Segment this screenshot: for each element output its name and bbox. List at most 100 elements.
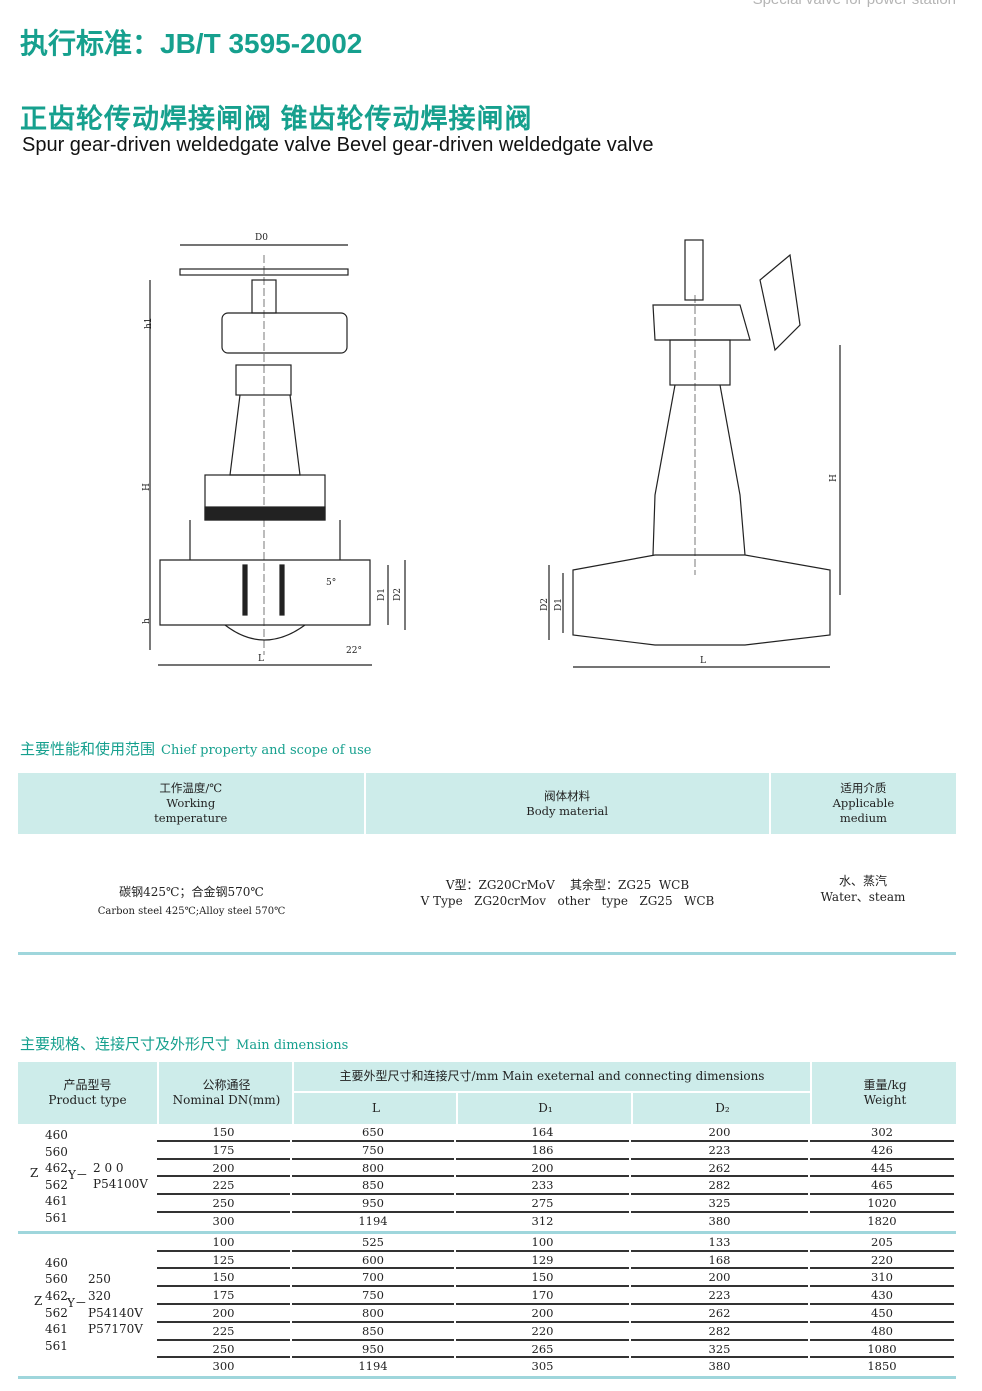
type-mid: Y－ (67, 1295, 87, 1310)
cell-d2: 223 (631, 1142, 808, 1160)
cell-l: 850 (292, 1177, 454, 1196)
cell-dn: 250 (157, 1341, 290, 1359)
cell-d1: 170 (456, 1287, 629, 1305)
cell-d2: 168 (631, 1252, 808, 1270)
cell-l: 950 (292, 1341, 454, 1359)
header-d1-cell: D₁ (456, 1093, 633, 1124)
type-code: 560 (45, 1144, 68, 1159)
label-h-lower: h (142, 618, 152, 624)
cell-d2: 325 (631, 1195, 808, 1213)
type-code: 461 (45, 1322, 68, 1337)
type-suffix: 2 0 0 (93, 1161, 124, 1175)
standard-title: 执行标准：JB/T 3595-2002 (20, 28, 363, 59)
cell-d2: 282 (631, 1323, 808, 1341)
type-code: 460 (45, 1255, 68, 1270)
type-code: 460 (45, 1128, 68, 1142)
cell-dn: 150 (157, 1124, 290, 1142)
cell-d1: 129 (456, 1252, 629, 1270)
type-suffix: 320 (88, 1288, 111, 1303)
cell-d1: 220 (456, 1323, 629, 1341)
cell-d2: 200 (631, 1269, 808, 1288)
header-en: Working (166, 796, 216, 810)
cell-dn: 225 (157, 1177, 290, 1196)
cell-d2: 262 (631, 1305, 808, 1323)
cell-weight: 450 (810, 1305, 954, 1323)
material-en: V Type ZG20crMov other type ZG25 WCB (420, 894, 715, 908)
cell-weight: 1080 (810, 1341, 954, 1359)
header-d2: D₂ (715, 1101, 730, 1115)
cell-dn: 175 (157, 1142, 290, 1160)
cell-l: 950 (292, 1195, 454, 1213)
cell-d1: 305 (531, 1359, 554, 1374)
cell-l: 800 (292, 1160, 454, 1178)
label-d2: D2 (540, 598, 550, 611)
header-main-dimensions: 主要外型尺寸和连接尺寸/mm Main exeternal and connec… (339, 1069, 765, 1083)
page-header-tag: Special valve for power station (753, 0, 956, 8)
cell-l: 600 (292, 1252, 454, 1270)
cell-dn: 125 (157, 1252, 290, 1270)
product-title-cn: 正齿轮传动焊接闸阀 锥齿轮传动焊接闸阀 (20, 104, 533, 134)
cell-d1: 312 (531, 1213, 554, 1228)
type-mid: Y－ (68, 1168, 88, 1182)
label-d2: D2 (393, 588, 403, 601)
cell-l: 800 (292, 1305, 454, 1323)
cell-d2: 380 (708, 1359, 731, 1374)
cell-l: 1194 (358, 1213, 388, 1228)
header-product-cn: 产品型号 (63, 1078, 112, 1092)
header-en: Body material (526, 803, 609, 818)
cell-l: 750 (292, 1287, 454, 1305)
label-l: L (700, 656, 706, 666)
cell-d2: 325 (631, 1341, 808, 1359)
type-prefix: Z (30, 1166, 39, 1180)
cell-l: 650 (292, 1124, 454, 1142)
cell-d2: 223 (631, 1287, 808, 1305)
label-d0: D0 (255, 233, 268, 243)
cell-d2: 200 (631, 1124, 808, 1142)
type-suffix: P57170V (88, 1322, 143, 1337)
type-code: 561 (45, 1338, 68, 1353)
temperature-en: Carbon steel 425℃;Alloy steel 570℃ (97, 906, 286, 917)
type-code: 561 (45, 1211, 68, 1225)
cell-l: 850 (292, 1323, 454, 1341)
cell-d1: 200 (456, 1305, 629, 1323)
label-angle-5: 5° (326, 578, 336, 588)
header-d1: D₁ (538, 1101, 553, 1115)
label-d1: D1 (377, 588, 387, 601)
header-dn-en: Nominal DN(mm) (172, 1093, 281, 1107)
cell-dn: 300 (212, 1213, 235, 1228)
header-en: medium (839, 811, 887, 825)
dimensions-section-title: 主要规格、连接尺寸及外形尺寸 Main dimensions (20, 1033, 348, 1054)
label-h-upper: H (142, 483, 152, 491)
type-code: 462 (45, 1161, 68, 1176)
label-l: L (258, 654, 264, 664)
cell-d1: 275 (456, 1195, 629, 1213)
label-angle-22: 22° (346, 646, 362, 656)
cell-d2: 380 (708, 1213, 731, 1228)
cell-d1: 200 (456, 1160, 629, 1178)
cell-dn: 100 (157, 1234, 290, 1252)
section-title-en: Main dimensions (236, 1038, 349, 1053)
header-main-dimensions-cell: 主要外型尺寸和连接尺寸/mm Main exeternal and connec… (292, 1062, 810, 1093)
header-l-cell: L (292, 1093, 458, 1124)
section-title-cn: 主要规格、连接尺寸及外形尺寸 (20, 1035, 231, 1053)
cell-weight: 426 (810, 1142, 954, 1160)
